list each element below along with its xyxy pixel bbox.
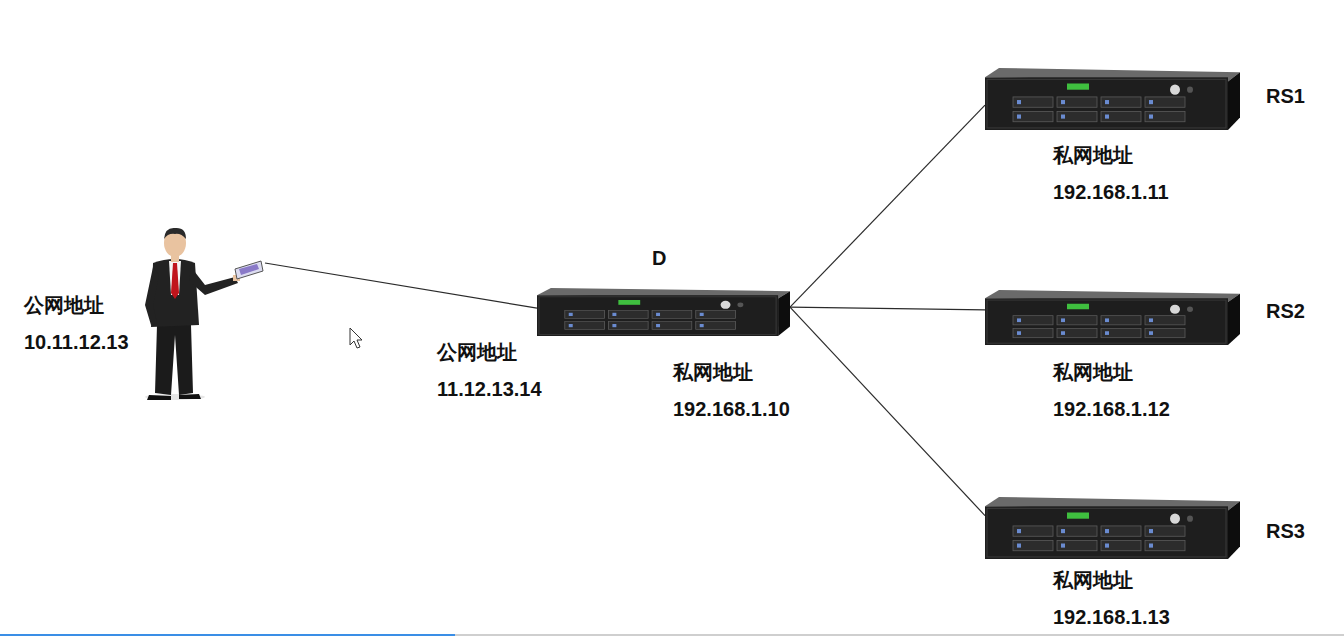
- person-illustration: [135, 225, 265, 400]
- network-link: [790, 307, 985, 310]
- network-link: [790, 307, 985, 515]
- address-label: 私网地址 192.168.1.13: [1053, 562, 1203, 636]
- mouse-cursor: [350, 328, 362, 348]
- server-illustration: [537, 288, 790, 336]
- network-link: [790, 105, 985, 307]
- real-server: RS2私网地址 192.168.1.12: [985, 290, 1240, 345]
- node-name: RS1: [1266, 78, 1305, 115]
- real-server: RS1私网地址 192.168.1.11: [985, 68, 1240, 130]
- address-label: 公网地址 11.12.13.14: [437, 334, 587, 408]
- director-server: D公网地址 11.12.13.14私网地址 192.168.1.10: [537, 288, 790, 336]
- server-illustration: [985, 68, 1240, 130]
- client-person: 公网地址 10.11.12.13: [135, 225, 265, 400]
- server-illustration: [985, 497, 1240, 559]
- address-label: 私网地址 192.168.1.10: [673, 354, 823, 428]
- real-server: RS3私网地址 192.168.1.13: [985, 497, 1240, 559]
- node-name: D: [652, 240, 666, 277]
- progress-track: [0, 634, 1344, 636]
- network-link: [265, 263, 537, 308]
- server-illustration: [985, 290, 1240, 345]
- address-label: 私网地址 192.168.1.11: [1053, 137, 1203, 211]
- progress-fill: [0, 634, 455, 636]
- node-name: RS3: [1266, 513, 1305, 550]
- address-label: 私网地址 192.168.1.12: [1053, 354, 1203, 428]
- node-name: RS2: [1266, 293, 1305, 330]
- address-label: 公网地址 10.11.12.13: [24, 287, 174, 361]
